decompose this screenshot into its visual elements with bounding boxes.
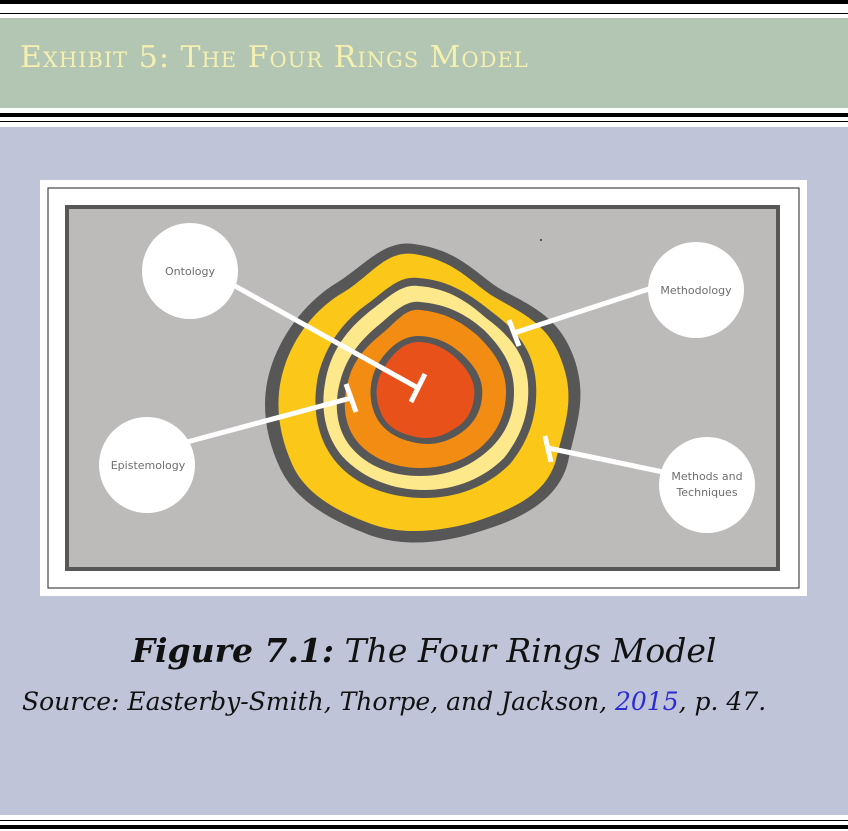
ontology-bubble xyxy=(142,223,238,319)
epistemology-pointer xyxy=(186,395,352,445)
top-thin-rule xyxy=(0,13,848,14)
header-bottom-thin-rule xyxy=(0,121,848,122)
methods-pointer-head xyxy=(542,435,554,463)
figure-source: Source: Easterby-Smith, Thorpe, and Jack… xyxy=(22,683,837,721)
methodology-bubble xyxy=(648,242,744,338)
citation-year-link[interactable]: 2015 xyxy=(615,687,679,716)
methods-label-line1: Methods and xyxy=(671,470,742,483)
exhibit-header xyxy=(0,18,848,108)
epistemology-bubble xyxy=(99,417,195,513)
methods-label-line2: Techniques xyxy=(675,486,737,499)
source-prefix: Source: Easterby-Smith, Thorpe, and Jack… xyxy=(22,687,608,716)
ontology-pointer-head xyxy=(408,372,428,404)
methods-bubble xyxy=(659,437,755,533)
epistemology-label: Epistemology xyxy=(111,459,186,472)
ontology-pointer xyxy=(233,283,420,391)
four-rings-diagram: Ontology Methodology Epistemology Method… xyxy=(47,187,800,589)
top-rule xyxy=(0,0,848,4)
header-bottom-rule xyxy=(0,113,848,117)
figure-label: Figure 7.1: xyxy=(131,631,335,670)
methodology-label: Methodology xyxy=(660,284,732,297)
figure-border xyxy=(47,187,800,589)
bottom-rule xyxy=(0,825,848,829)
methodology-pointer-head xyxy=(506,319,522,347)
source-suffix: , p. 47. xyxy=(678,687,767,716)
figure-frame: Ontology Methodology Epistemology Method… xyxy=(40,180,807,596)
epistemology-pointer-head xyxy=(343,383,359,413)
stray-dot xyxy=(540,239,542,241)
exhibit-title: Exhibit 5: The Four Rings Model xyxy=(20,40,529,75)
ontology-label: Ontology xyxy=(165,265,215,278)
figure-caption: Figure 7.1: The Four Rings Model xyxy=(0,631,848,670)
figure-title: The Four Rings Model xyxy=(344,631,717,670)
core xyxy=(376,342,475,438)
methodology-pointer xyxy=(513,284,656,336)
bottom-thin-rule xyxy=(0,820,848,821)
methods-pointer xyxy=(547,445,664,475)
